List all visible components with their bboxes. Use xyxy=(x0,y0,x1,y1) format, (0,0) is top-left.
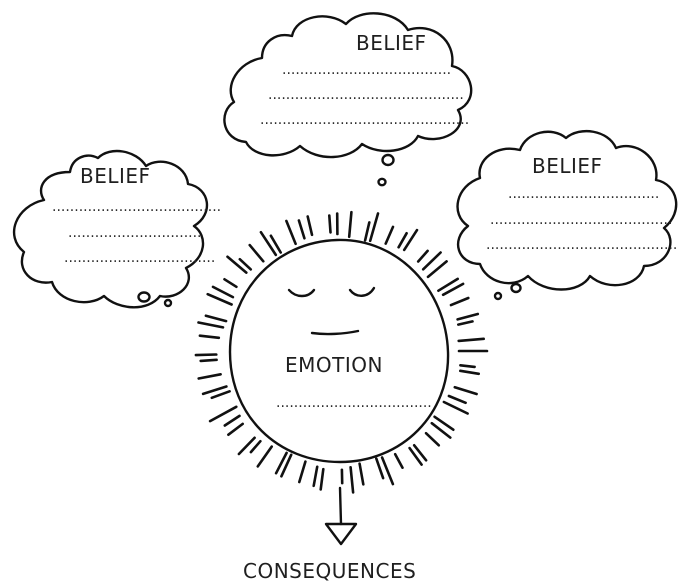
sun-ray xyxy=(251,441,261,452)
sun-ray xyxy=(423,253,440,270)
sun-ray xyxy=(386,227,393,244)
thought-bubble-right-large xyxy=(512,284,521,292)
belief-cloud-top: BELIEF .................................… xyxy=(224,13,471,185)
sun-ray xyxy=(225,279,237,287)
sun-ray xyxy=(365,222,369,240)
belief-right-line-3: ........................................… xyxy=(486,237,677,253)
sun-ray xyxy=(376,459,383,479)
belief-top-label: BELIEF xyxy=(356,31,427,55)
neutral-mouth-icon xyxy=(312,331,358,334)
sun-ray xyxy=(458,321,472,324)
sun-ray xyxy=(460,365,474,367)
arrow-shaft xyxy=(340,488,341,524)
sun-ray xyxy=(460,371,478,374)
sun-ray xyxy=(455,387,477,394)
sun-ray xyxy=(360,464,364,485)
sun-ray xyxy=(228,257,247,273)
sun-ray xyxy=(399,233,407,247)
consequences-label: CONSEQUENCES xyxy=(243,559,416,583)
sun-ray xyxy=(382,458,393,485)
emotion-sun: EMOTION ................................… xyxy=(196,212,487,492)
belief-top-line-1: ...................................... xyxy=(282,62,451,78)
sun-ray xyxy=(199,374,221,378)
down-arrow-icon xyxy=(326,524,356,544)
emotion-label: EMOTION xyxy=(285,353,383,377)
belief-top-line-2: ........................................… xyxy=(268,87,464,103)
sun-ray xyxy=(449,396,466,403)
sun-ray xyxy=(321,469,324,489)
sun-ray xyxy=(395,454,402,468)
thought-bubble-left-large xyxy=(139,293,150,302)
sun-ray xyxy=(258,447,272,467)
sun-ray xyxy=(200,336,219,338)
sun-ray xyxy=(228,424,242,435)
consequences-flow: CONSEQUENCES xyxy=(243,488,416,583)
sun-ray xyxy=(451,298,468,305)
sun-ray xyxy=(212,391,230,398)
sun-ray xyxy=(250,245,264,261)
sun-ray xyxy=(210,407,236,421)
sun-ray xyxy=(458,314,478,319)
emotion-face-circle xyxy=(230,240,448,462)
sun-ray xyxy=(286,221,295,244)
sun-ray xyxy=(206,316,226,321)
belief-right-label: BELIEF xyxy=(532,154,603,178)
sun-ray xyxy=(349,212,351,237)
sun-ray xyxy=(225,416,240,426)
right-closed-eye-icon xyxy=(350,288,374,296)
sun-ray xyxy=(199,323,224,328)
belief-left-line-3: .................................. xyxy=(64,250,215,266)
sun-ray xyxy=(459,339,484,341)
belief-left-label: BELIEF xyxy=(80,164,151,188)
left-closed-eye-icon xyxy=(289,290,314,296)
sun-ray xyxy=(418,251,427,262)
sun-ray xyxy=(314,467,318,486)
thought-bubble-left-small xyxy=(165,300,171,306)
belief-cloud-left: BELIEF .................................… xyxy=(14,151,221,307)
sun-ray xyxy=(213,287,233,297)
sun-ray xyxy=(299,462,305,482)
belief-right-line-2: ........................................… xyxy=(490,212,672,228)
thought-bubble-top-small xyxy=(379,179,386,185)
sun-ray xyxy=(308,217,312,235)
sun-ray xyxy=(261,232,276,255)
sun-ray xyxy=(329,216,330,233)
belief-left-line-2: .............................. xyxy=(68,225,202,241)
sun-ray xyxy=(351,467,354,492)
sun-ray xyxy=(299,221,305,239)
sun-ray xyxy=(196,355,216,356)
cloud-shape-top xyxy=(224,13,471,157)
belief-left-line-1: ...................................... xyxy=(52,199,221,215)
emotion-line: ................................... xyxy=(276,395,432,411)
thought-bubble-top-large xyxy=(383,155,394,165)
belief-top-line-3: ........................................… xyxy=(260,112,469,128)
sun-ray xyxy=(201,360,217,361)
belief-right-line-1: .................................. xyxy=(508,186,659,202)
sun-ray xyxy=(444,402,468,414)
sun-ray xyxy=(426,433,439,445)
belief-cloud-right: BELIEF .................................… xyxy=(458,131,678,299)
sun-ray xyxy=(370,214,378,241)
thought-bubble-right-small xyxy=(495,293,501,299)
